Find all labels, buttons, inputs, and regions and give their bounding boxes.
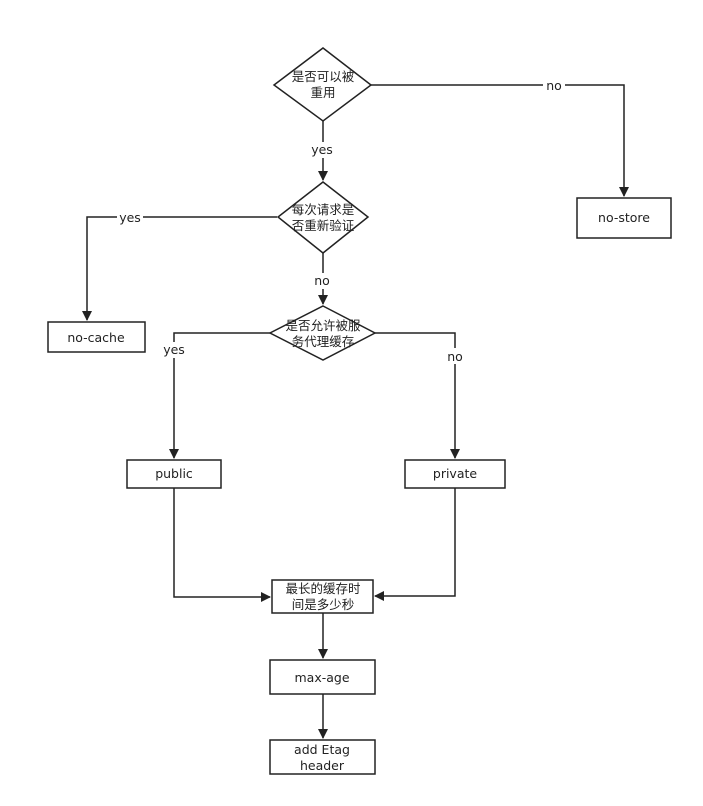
node-no-cache: no-cache [47,321,146,353]
node-max-age: max-age [269,659,376,695]
node-max-age-label: max-age [294,670,349,685]
decision-reusable: 是否可以被 重用 [272,47,373,122]
node-private: private [404,459,506,489]
edge-reusable-no-store [371,84,629,197]
decision-revalidate-line1: 每次请求是 [292,202,355,217]
node-max-cache-time-line1: 最长的缓存时 [285,581,361,596]
node-max-cache-time: 最长的缓存时 间是多少秒 [271,579,374,614]
edge-label-proxy-yes: yes [163,342,185,357]
decision-reusable-line1: 是否可以被 [292,69,355,84]
edge-label-revalidate-no: no [314,273,330,288]
node-no-store-label: no-store [598,210,650,225]
edge-label-reusable-yes: yes [311,142,333,157]
node-no-cache-label: no-cache [67,330,125,345]
edge-label-revalidate-yes: yes [119,210,141,225]
edge-revalidate-no-cache [82,216,277,321]
decision-reusable-line2: 重用 [310,85,335,100]
node-add-etag-line1: add Etag [294,742,350,757]
edge-proxy-private [375,332,460,459]
node-public-label: public [155,466,193,481]
edge-label-proxy-no: no [447,349,463,364]
node-add-etag: add Etag header [269,739,376,775]
node-private-label: private [433,466,478,481]
node-max-cache-time-line2: 间是多少秒 [292,597,355,612]
edge-proxy-public [169,332,270,459]
edge-public-max-time [173,488,271,602]
node-public: public [126,459,222,489]
decision-proxy-cache-line2: 务代理缓存 [292,334,355,349]
decision-revalidate-line2: 否重新验证 [292,218,355,233]
node-no-store: no-store [576,197,672,239]
edge-label-reusable-no: no [546,78,562,93]
decision-revalidate: 每次请求是 否重新验证 [276,181,370,254]
edge-labels: no yes yes no yes no [117,77,565,364]
edges [82,84,629,739]
node-add-etag-line2: header [300,758,345,773]
edge-private-max-time [374,488,456,601]
decision-proxy-cache-line1: 是否允许被服 [285,318,361,333]
decision-proxy-cache: 是否允许被服 务代理缓存 [268,305,377,361]
